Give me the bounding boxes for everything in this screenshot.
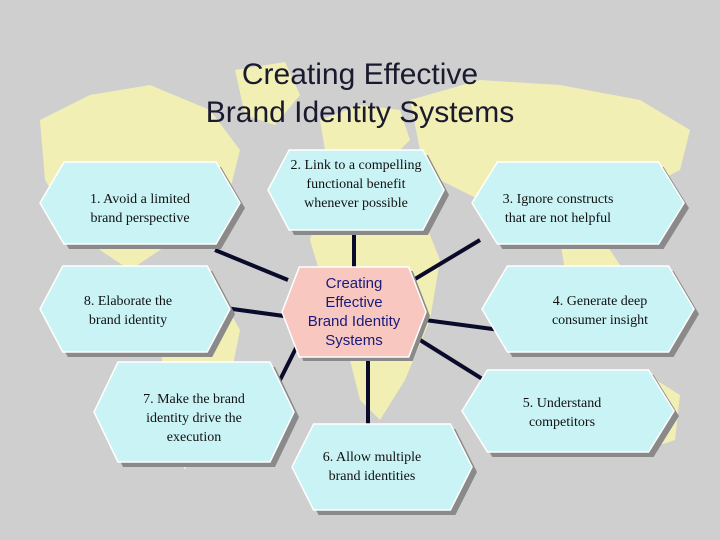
connector-line-1 [214,248,289,282]
connector-line-4 [424,318,501,332]
node-label-7: 7. Make the brand identity drive the execu… [99,390,289,447]
center-label-line: Creating [325,275,383,292]
node-label-line: 6. Allow multiple [322,450,422,465]
node-label-5: 5. Understand competitors [467,394,657,432]
node-label-line: consumer insight [551,313,649,328]
node-label-line: functional benefit [306,177,406,192]
node-label-line: whenever possible [304,196,408,211]
hexagon-node-8 [39,265,231,353]
node-label-line: 2. Link to a compelling [290,158,422,173]
center-hexagon [281,266,427,358]
hexagon-node-5 [461,369,675,453]
hexagon-node-4 [481,265,695,353]
node-label-line: brand identity [88,313,168,328]
map-greenland [235,62,300,125]
node-label-3: 3. Ignore constructs that are not helpful [463,190,653,228]
node-label-line: brand identities [328,469,416,484]
node-label-line: 7. Make the brand [143,392,245,407]
node-label-4: 4. Generate deep consumer insight [505,292,695,330]
node-label-1: 1. Avoid a limited brand perspective [45,190,235,228]
node-label-line: 1. Avoid a limited [89,192,191,207]
node-label-line: 5. Understand [522,396,602,411]
node-label-line: 3. Ignore constructs [502,192,614,207]
hexagon-node-3 [471,161,685,245]
node-label-6: 6. Allow multiple brand identities [277,448,467,486]
connector-line-3 [408,238,482,284]
hexagon-nodes [39,149,699,515]
node-label-line: identity drive the [146,411,242,426]
node-label-2: 2. Link to a compelling functional benefi… [261,156,451,213]
hexagon-node-1 [39,161,241,245]
node-label-line: that are not helpful [504,211,612,226]
node-label-line: execution [166,430,222,445]
node-label-line: competitors [528,415,596,430]
page-title-line-2: Brand Identity Systems [205,96,515,129]
center-label-line: Effective [325,294,383,311]
node-label-line: brand perspective [90,211,190,226]
node-label-line: 4. Generate deep [552,294,648,309]
page-title-line-1: Creating Effective [241,58,479,91]
connector-line-8 [224,306,285,318]
node-label-line: 8. Elaborate the [83,294,173,309]
hexagon-node-2 [267,149,445,231]
center-label-line: Brand Identity [307,313,401,330]
center-node [281,266,430,361]
hexagon-node-7 [93,361,295,463]
center-label-line: Systems [325,332,383,349]
hexagon-node-6 [291,423,473,511]
node-label-8: 8. Elaborate the brand identity [33,292,223,330]
